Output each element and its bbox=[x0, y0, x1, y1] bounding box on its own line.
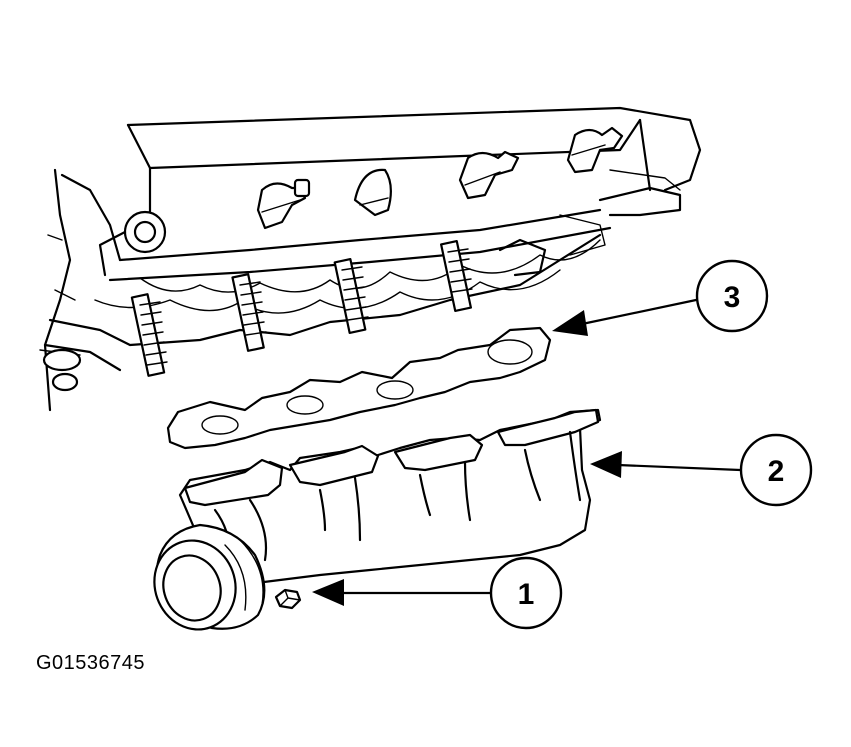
callout-2: 2 bbox=[739, 433, 813, 507]
spark-plug-boots bbox=[256, 126, 624, 230]
figure-code: G01536745 bbox=[36, 652, 146, 674]
callout-label: 1 bbox=[518, 578, 535, 611]
arrow-head-icon bbox=[312, 579, 344, 606]
leader-line-3 bbox=[552, 298, 698, 336]
cylinder-head-illustration bbox=[39, 106, 702, 412]
leader-line-2 bbox=[590, 451, 742, 478]
arrow-head-icon bbox=[552, 310, 588, 336]
leader-line-1 bbox=[312, 579, 492, 606]
callout-3: 3 bbox=[695, 259, 769, 333]
exhaust-manifold bbox=[153, 408, 602, 631]
callout-label: 3 bbox=[724, 281, 741, 314]
callout-label: 2 bbox=[768, 455, 785, 488]
arrow-head-icon bbox=[590, 451, 622, 478]
manifold-studs bbox=[130, 239, 473, 377]
manifold-nut bbox=[274, 588, 302, 610]
callout-1: 1 bbox=[489, 556, 563, 630]
manifold-gasket bbox=[166, 326, 552, 450]
